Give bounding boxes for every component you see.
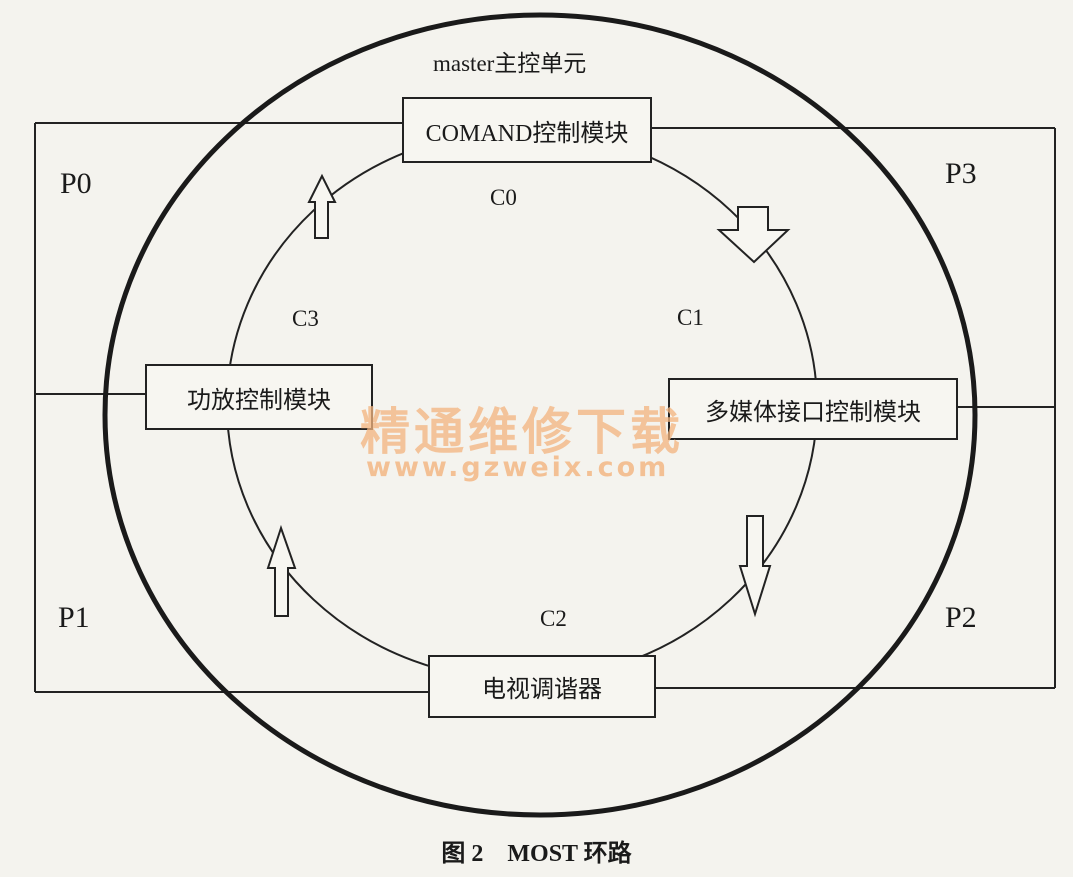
master-label: master主控单元 [433, 51, 587, 76]
amplifier-module-box: 功放控制模块 [145, 364, 373, 430]
arrow-up-left-lower [266, 524, 297, 617]
watermark-url: www.gzweix.com [366, 452, 670, 483]
outer-ring [102, 12, 978, 818]
quadrant-lines [34, 122, 1056, 693]
multimedia-interface-module-box: 多媒体接口控制模块 [668, 378, 958, 440]
arrow-down-right-lower [738, 515, 772, 618]
watermark-title: 精通维修下载 [360, 403, 684, 461]
arrow-up-left-upper [307, 173, 337, 239]
figure-caption: 图 2 MOST 环路 [441, 841, 632, 867]
port-p0: P0 [60, 167, 92, 200]
comand-module-box: COMAND控制模块 [402, 97, 652, 163]
direction-arrows [266, 173, 791, 618]
channel-c3: C3 [292, 306, 319, 331]
port-p1: P1 [58, 601, 90, 634]
port-p2: P2 [945, 601, 977, 634]
port-p3: P3 [945, 157, 977, 190]
channel-c0: C0 [490, 185, 517, 210]
tv-tuner-box: 电视调谐器 [428, 655, 656, 718]
channel-c2: C2 [540, 606, 567, 631]
channel-c1: C1 [677, 305, 704, 330]
arrow-down-right-upper [716, 206, 791, 264]
